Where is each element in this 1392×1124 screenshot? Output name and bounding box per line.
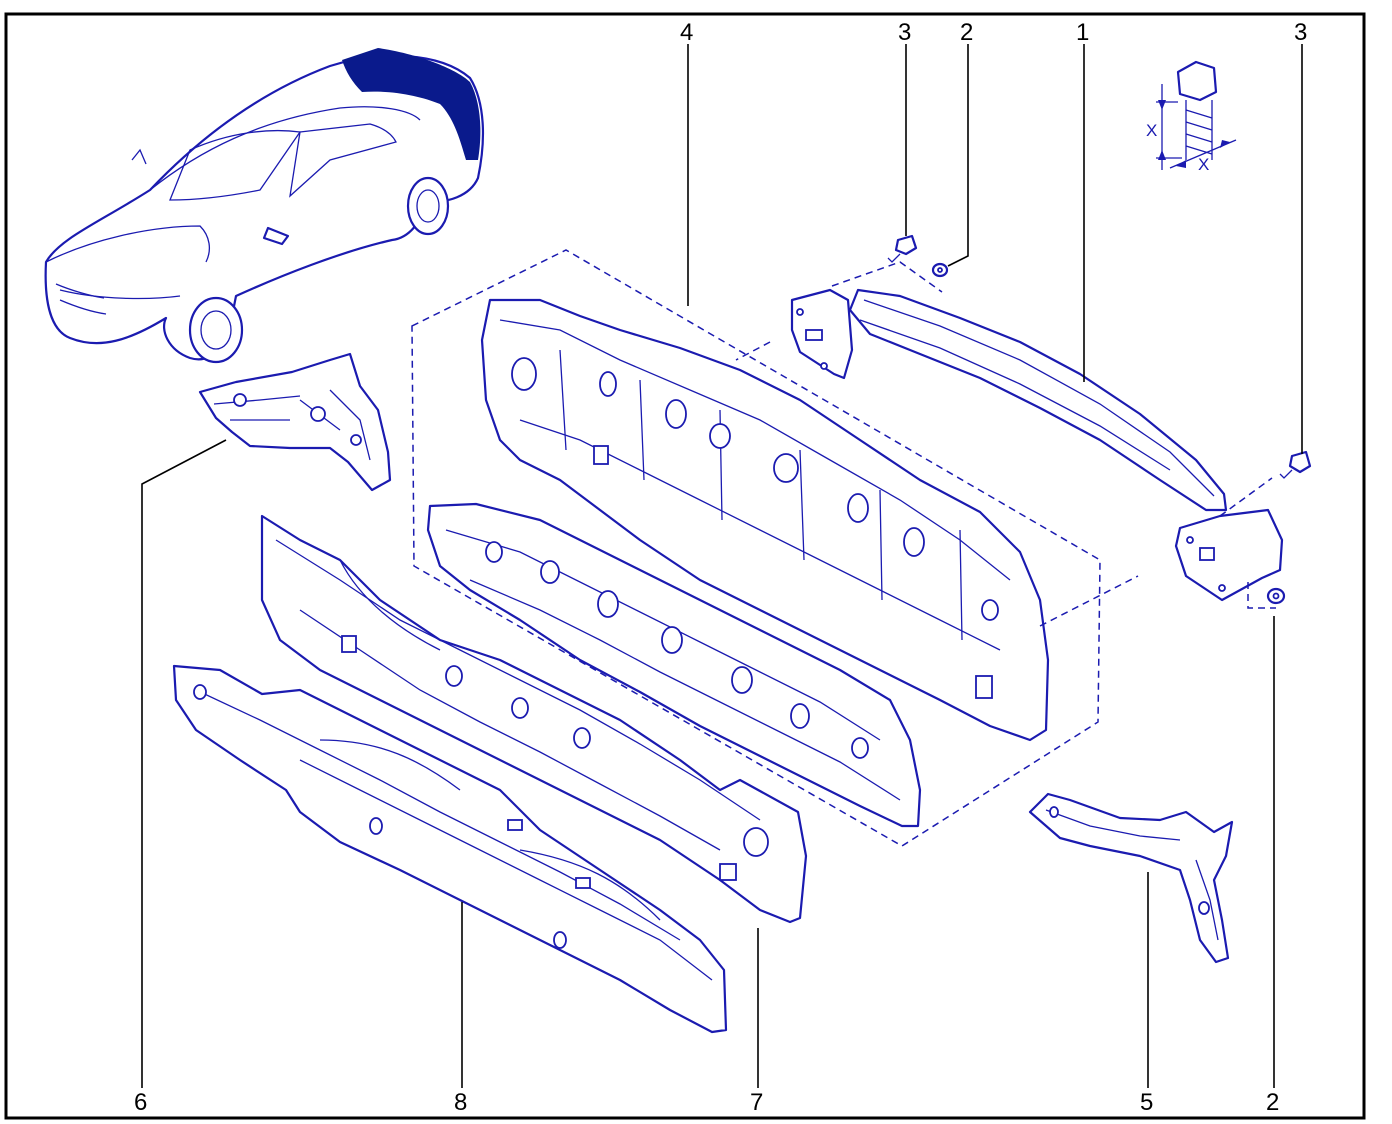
callout-3-top-right: 3 (1294, 19, 1307, 46)
callout-1: 1 (1076, 19, 1089, 46)
part-8-floor-pan (172, 664, 728, 1034)
callout-5: 5 (1140, 1089, 1153, 1116)
callout-6: 6 (134, 1089, 147, 1116)
bolt-detail-x-vertical: X (1146, 121, 1157, 140)
part-5-bracket (1028, 792, 1234, 964)
car-illustration (44, 48, 485, 364)
callout-2-bottom: 2 (1266, 1089, 1279, 1116)
part-7-crossmember (260, 514, 808, 924)
callout-8: 8 (454, 1089, 467, 1116)
part-4-lower-panel (426, 502, 922, 828)
leader-lines (141, 44, 1303, 1088)
bolt-detail-x-horizontal: X (1198, 155, 1209, 174)
callout-2-top: 2 (960, 19, 973, 46)
highlight-rear-area (342, 48, 481, 160)
callout-4: 4 (680, 19, 693, 46)
part-4-upper-panel (480, 298, 1050, 742)
fastener-3-left-bolt (887, 234, 918, 263)
diagram-frame (4, 12, 1366, 1120)
fastener-2-right-nut (1266, 587, 1286, 605)
fastener-2-left-nut (931, 262, 949, 278)
part-1-bumper-beam (735, 261, 1284, 627)
fastener-3-right-bolt (1279, 450, 1312, 479)
part-4-group-boundary (411, 249, 1101, 847)
callout-7: 7 (750, 1089, 763, 1116)
bolt-detail: X X (1146, 60, 1237, 174)
callout-3-top-left: 3 (898, 19, 911, 46)
part-6-bracket (198, 352, 392, 492)
